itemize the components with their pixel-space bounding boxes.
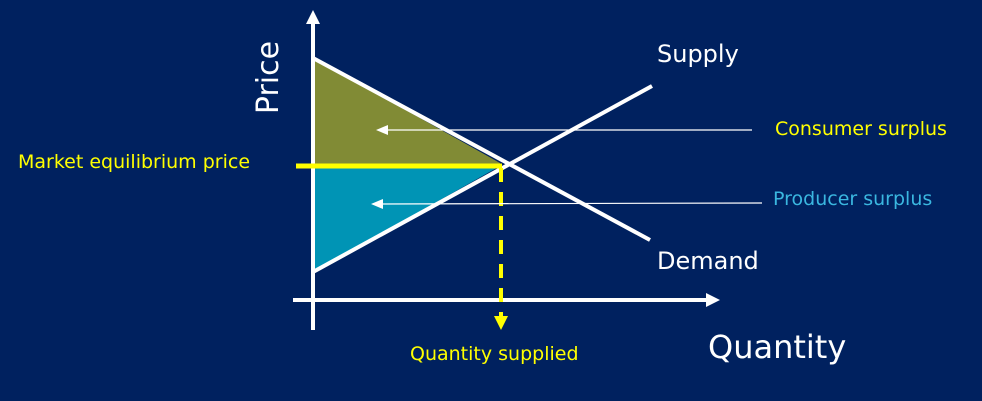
quantity-supplied-arrow <box>494 316 508 330</box>
producer-surplus-pointer <box>379 202 763 205</box>
supply-label: Supply <box>657 40 739 68</box>
quantity-supplied-label: Quantity supplied <box>410 343 579 365</box>
y-axis-arrow <box>306 10 320 24</box>
equilibrium-price-label: Market equilibrium price <box>18 151 251 173</box>
consumer-surplus-label: Consumer surplus <box>775 118 947 140</box>
demand-label: Demand <box>657 247 759 275</box>
x-axis-arrow <box>706 293 720 307</box>
producer-surplus-label: Producer surplus <box>773 188 933 210</box>
consumer-pointer-arrowhead <box>376 125 388 135</box>
supply-curve <box>312 84 653 274</box>
demand-curve <box>312 56 651 242</box>
quantity-axis-label: Quantity <box>708 328 847 366</box>
producer-pointer-arrowhead <box>371 199 383 209</box>
price-axis-label: Price <box>251 40 287 115</box>
